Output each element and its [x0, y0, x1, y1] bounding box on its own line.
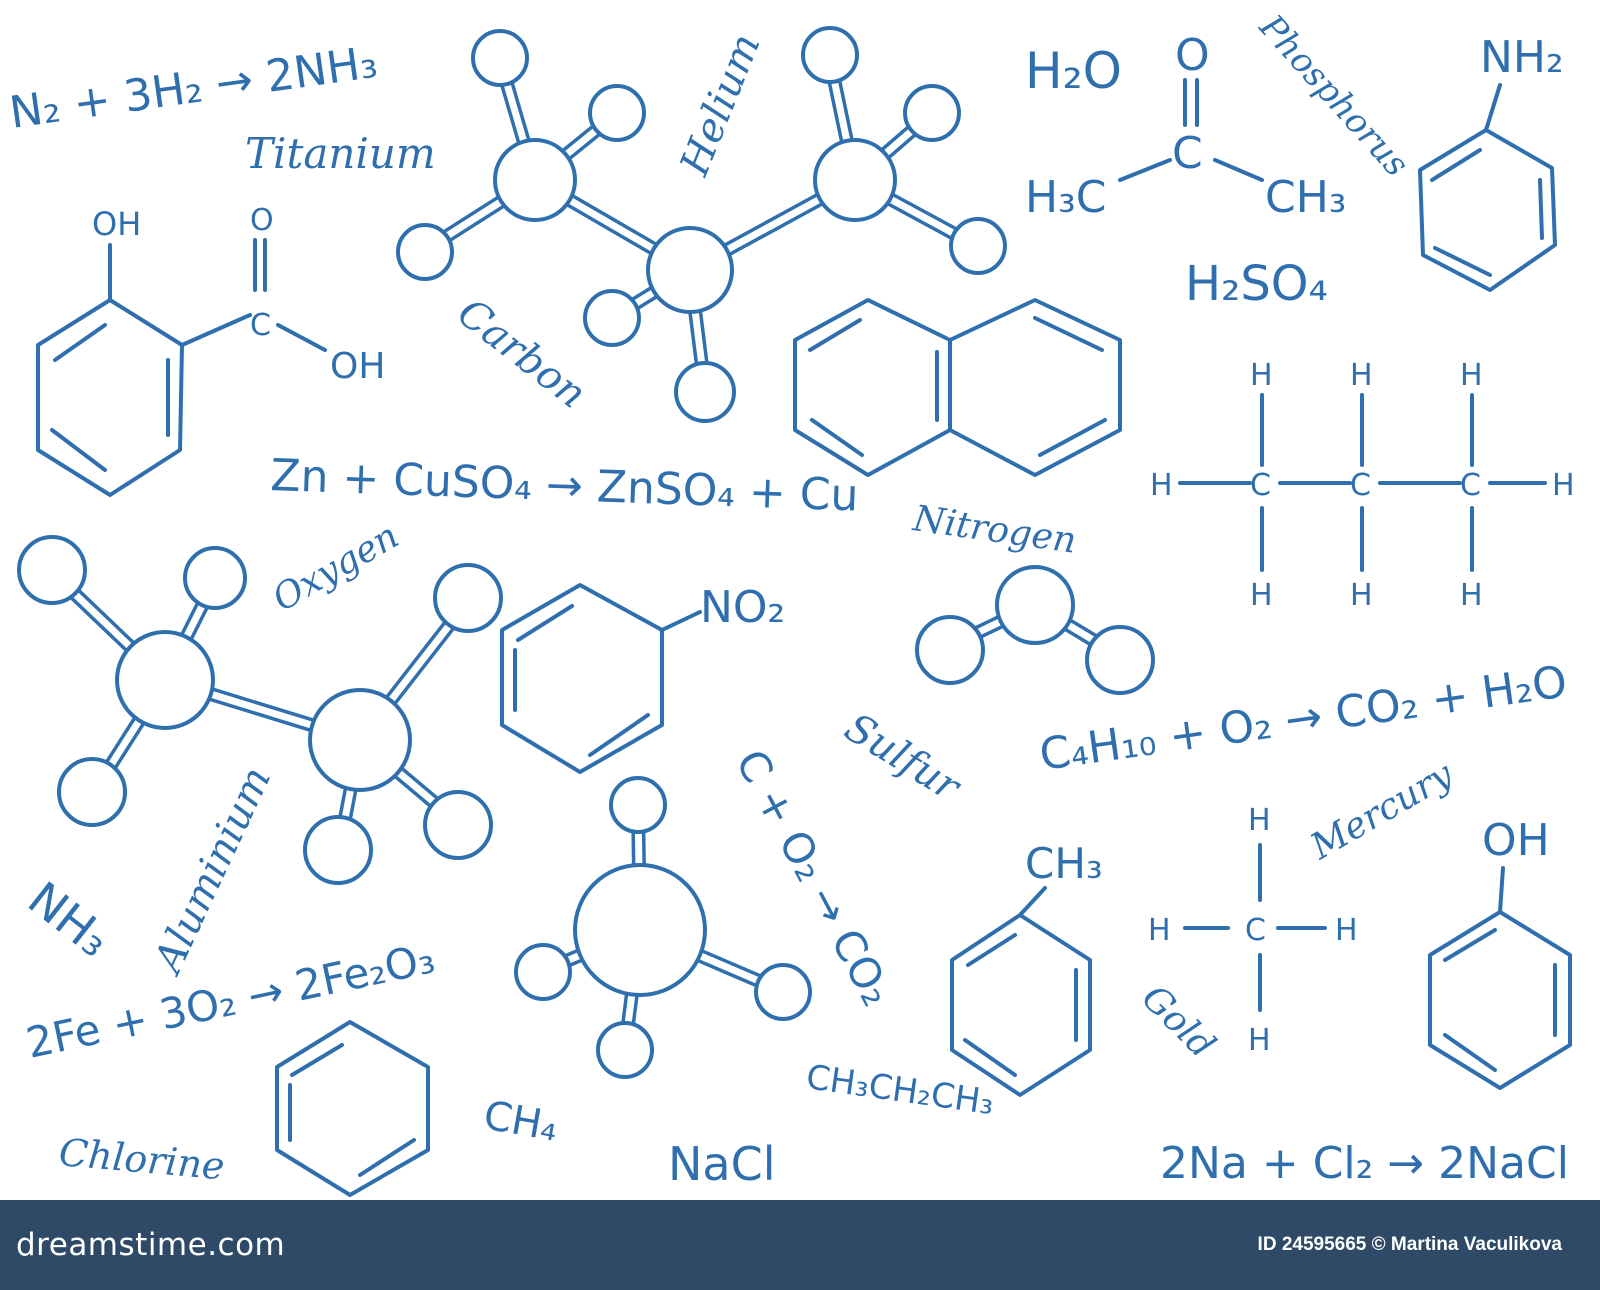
equation-zinc-copper: Zn + CuSO₄ → ZnSO₄ + Cu: [270, 450, 860, 521]
svg-text:H: H: [1460, 578, 1483, 613]
svg-text:C: C: [1245, 913, 1266, 948]
naphthalene-structure: [793, 298, 1122, 477]
methane-structure: H H C H H: [1148, 803, 1358, 1058]
aniline-structure: NH₂: [1418, 32, 1564, 292]
label-chlorine: Chlorine: [57, 1130, 226, 1188]
svg-text:NH₂: NH₂: [1480, 32, 1564, 83]
formula-sulfuric-acid: H₂SO₄: [1185, 256, 1328, 312]
methane-model: [514, 776, 812, 1079]
svg-text:H: H: [1350, 358, 1373, 393]
label-gold: Gold: [1134, 977, 1223, 1066]
svg-text:H: H: [1350, 578, 1373, 613]
equation-nitrogen-hydrogen: N₂ + 3H₂ → 2NH₃: [6, 37, 380, 139]
svg-text:CH₃: CH₃: [1265, 172, 1346, 223]
formula-methane: CH₄: [480, 1093, 561, 1151]
molecule-model-left: [17, 535, 503, 885]
formula-water-top: H₂O: [1025, 42, 1122, 100]
svg-text:OH: OH: [330, 346, 385, 387]
toluene-structure: CH₃: [950, 839, 1103, 1097]
label-mercury: Mercury: [1303, 754, 1460, 868]
svg-text:H: H: [1248, 803, 1271, 838]
label-carbon: Carbon: [449, 290, 595, 418]
label-helium: Helium: [671, 27, 769, 182]
footer-bar: dreamstime.com ID 24595665 © Martina Vac…: [0, 1200, 1600, 1290]
svg-text:H: H: [1250, 578, 1273, 613]
phenol-structure: OH: [1428, 815, 1572, 1090]
formula-propane: CH₃CH₂CH₃: [804, 1057, 997, 1123]
svg-text:H: H: [1150, 468, 1173, 503]
label-oxygen: Oxygen: [266, 515, 406, 619]
svg-text:C: C: [1460, 468, 1481, 503]
svg-text:H: H: [1250, 358, 1273, 393]
molecule-model-top: [396, 26, 1007, 423]
svg-text:O: O: [250, 203, 274, 238]
image-credit: ID 24595665 © Martina Vaculikova: [1257, 1234, 1562, 1255]
benzene-structure: [275, 1020, 430, 1197]
label-aluminium: Aluminium: [144, 760, 281, 983]
propane-structure: H H H H C C C H H H H: [1150, 358, 1575, 613]
svg-text:C: C: [1250, 468, 1271, 503]
svg-text:NO₂: NO₂: [700, 582, 785, 633]
svg-text:H: H: [1460, 358, 1483, 393]
svg-text:H: H: [1248, 1023, 1271, 1058]
label-phosphorus: Phosphorus: [1251, 7, 1417, 185]
svg-text:H: H: [1148, 913, 1171, 948]
svg-text:CH₃: CH₃: [1025, 839, 1103, 888]
svg-text:OH: OH: [92, 205, 141, 243]
water-model: [915, 565, 1155, 695]
svg-text:C: C: [1350, 468, 1371, 503]
chemistry-doodle-artwork: N₂ + 3H₂ → 2NH₃ Titanium Helium Carbon H…: [6, 7, 1575, 1197]
salicylic-acid-structure: OH O C OH: [36, 203, 385, 497]
svg-text:H: H: [1552, 468, 1575, 503]
svg-text:H: H: [1335, 913, 1358, 948]
svg-text:OH: OH: [1482, 815, 1550, 866]
label-nitrogen: Nitrogen: [910, 498, 1079, 562]
svg-text:C: C: [250, 308, 271, 343]
svg-text:H₃C: H₃C: [1025, 172, 1106, 223]
label-sulfur: Sulfur: [837, 704, 970, 811]
dreamstime-logo: dreamstime.com: [16, 1227, 286, 1263]
label-titanium: Titanium: [245, 129, 436, 178]
svg-text:O: O: [1175, 30, 1210, 81]
formula-sodium-chloride: NaCl: [668, 1137, 776, 1191]
formula-ammonia: NH₃: [18, 871, 120, 967]
equation-sodium-chlorine: 2Na + Cl₂ → 2NaCl: [1160, 1138, 1569, 1189]
svg-text:C: C: [1172, 128, 1203, 179]
nitrobenzene-structure: NO₂: [500, 582, 785, 774]
acetone-structure: O C H₃C CH₃: [1025, 30, 1346, 223]
